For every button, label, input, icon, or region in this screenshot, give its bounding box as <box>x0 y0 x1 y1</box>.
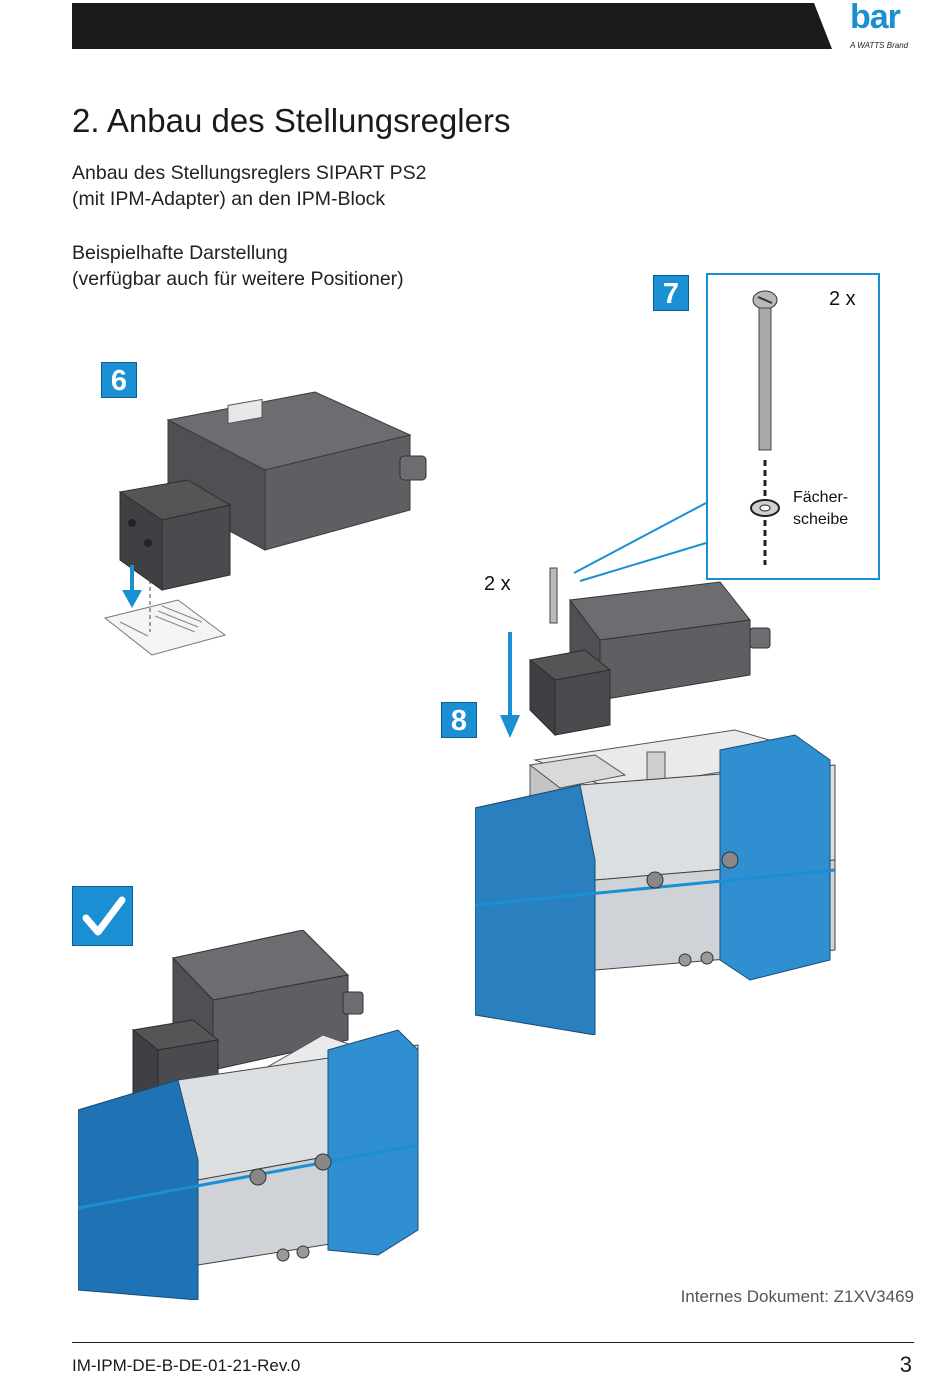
brand-subtitle: A WATTS Brand <box>850 41 909 50</box>
section-title: 2. Anbau des Stellungsreglers <box>72 102 511 139</box>
brand-name: bar <box>850 0 901 36</box>
step-badge-7: 7 <box>653 275 689 311</box>
internal-document-reference: Internes Dokument: Z1XV3469 <box>680 1287 914 1306</box>
intro-line: Anbau des Stellungsreglers SIPART PS2 <box>72 162 427 184</box>
washer-label-line: Fächer- <box>793 489 849 506</box>
example-line: Beispielhafte Darstellung <box>72 242 288 264</box>
footer-divider <box>72 1342 914 1343</box>
example-line: (verfügbar auch für weitere Positioner) <box>72 268 404 290</box>
detail-callout-lines <box>573 502 707 582</box>
washer-label-line: scheibe <box>793 511 849 528</box>
checkmark-badge <box>72 886 133 946</box>
detail-box <box>706 273 880 580</box>
step-badge-6: 6 <box>101 362 137 398</box>
intro-line: (mit IPM-Adapter) an den IPM-Block <box>72 188 386 210</box>
brand-logo: bar A WATTS Brand <box>850 0 920 52</box>
example-note: Beispielhafte Darstellung (verfügbar auc… <box>72 240 404 292</box>
intro-text: Anbau des Stellungsreglers SIPART PS2 (m… <box>72 160 426 212</box>
washer-label: Fächer- scheibe <box>793 487 848 531</box>
assembled-actuator-illustration <box>78 930 419 1300</box>
page-number: 3 <box>899 1352 912 1375</box>
mount-quantity: 2 x <box>484 573 511 595</box>
checkmark-icon <box>82 896 126 936</box>
header-bar <box>72 3 832 49</box>
actuator-mounting-illustration <box>475 567 836 1035</box>
screw-washer-illustration <box>750 290 780 565</box>
screw-quantity: 2 x <box>829 288 856 310</box>
document-id: IM-IPM-DE-B-DE-01-21-Rev.0 <box>72 1356 301 1375</box>
positioner-step6-illustration <box>103 391 427 656</box>
step-badge-8: 8 <box>441 702 477 738</box>
